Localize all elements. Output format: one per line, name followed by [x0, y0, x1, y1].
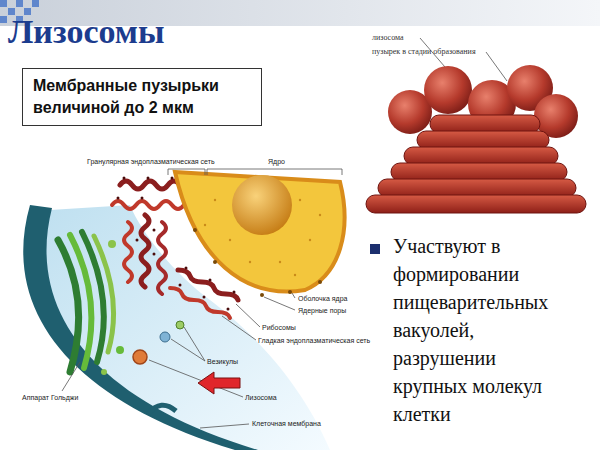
- slide-title: Лизосомы: [8, 12, 165, 52]
- pointer-arrow: [198, 372, 240, 394]
- part-label: Везикулы: [207, 357, 238, 366]
- part-label: Рибосомы: [262, 323, 296, 332]
- part-label: Гладкая эндоплазматическая сеть: [258, 336, 370, 345]
- golgi-stack: [366, 115, 586, 213]
- budding-lysosomes: [388, 65, 578, 138]
- image-label: лизосома: [372, 33, 404, 43]
- part-label: Гранулярная эндоплазматическая сеть: [87, 157, 215, 166]
- part-label: Ядро: [268, 157, 285, 166]
- golgi-apparatus: [58, 232, 124, 375]
- part-label: Ядерные поры: [298, 306, 346, 315]
- part-label: Аппарат Гольджи: [22, 393, 78, 402]
- nuclear-pores: [193, 228, 322, 297]
- image-label: пузырек в стадии образования: [372, 47, 476, 57]
- part-label: Клеточная мембрана: [252, 419, 321, 428]
- box-text: Мембранные пузырьки величиной до 2 мкм: [33, 75, 251, 119]
- bullet-text: Участвуют в формировании пищеварительных…: [393, 232, 558, 428]
- vesicle: [160, 332, 170, 342]
- nucleus: [175, 172, 345, 292]
- definition-box: Мембранные пузырьки величиной до 2 мкм: [22, 68, 262, 126]
- part-label: Оболочка ядра: [298, 294, 347, 303]
- bullet-mark: [370, 244, 380, 254]
- nucleolus: [232, 175, 292, 235]
- lysosome: [133, 350, 147, 364]
- membrane-fold: [148, 405, 176, 414]
- part-label: Лизосома: [245, 393, 277, 402]
- vesicle: [176, 321, 184, 329]
